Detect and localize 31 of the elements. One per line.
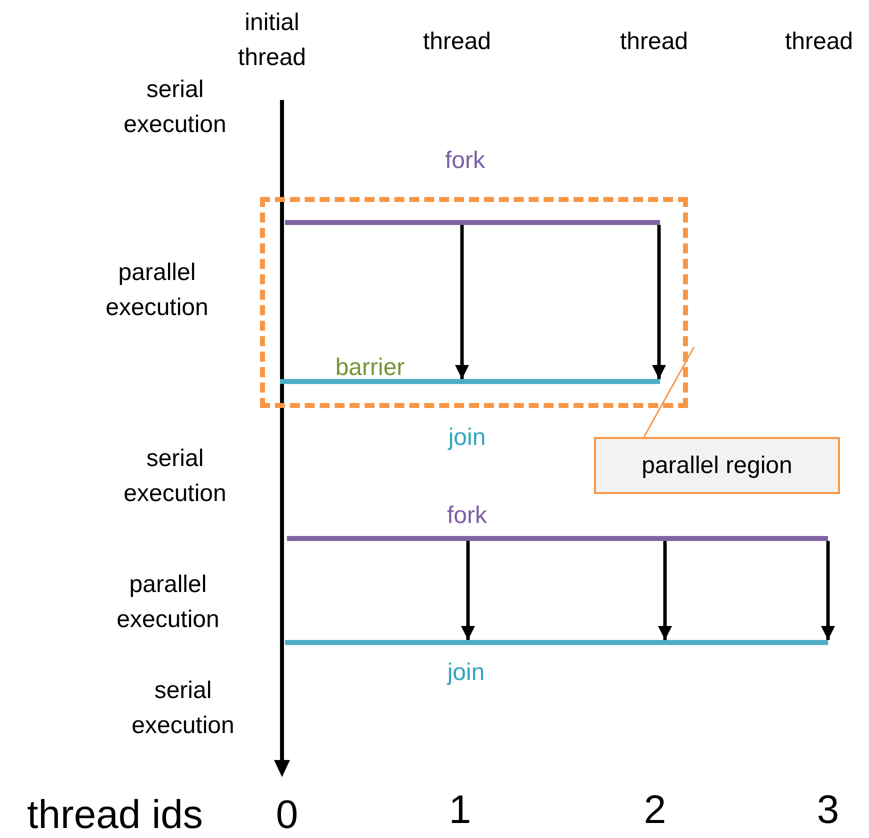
callout-box: parallel region [594,437,840,494]
sync-bar [280,379,660,384]
column-heading: thread [422,27,492,57]
column-heading: thread [784,27,854,57]
region-outline [260,197,688,408]
arrow [821,541,835,640]
thread-id: 3 [816,787,840,833]
phase-label: parallel execution [116,570,220,635]
phase-label: serial execution [122,444,228,509]
arrow [461,541,475,640]
phase-label: serial execution [130,676,236,741]
bar-label: barrier [334,353,406,383]
bar-label: join [446,423,487,453]
sync-bar [287,536,828,541]
phase-label: parallel execution [104,258,210,323]
arrow [455,225,469,379]
arrow [658,541,672,640]
column-heading: thread [618,27,690,57]
thread-id: 0 [274,792,300,838]
phase-label: serial execution [122,75,228,140]
sync-bar [285,220,660,225]
leader-line [643,346,695,438]
bar-label: fork [446,501,488,531]
bar-label: fork [444,146,486,176]
sync-bar [285,640,828,645]
column-heading: initial thread [236,8,308,73]
bar-label: join [446,658,486,688]
thread-id: 2 [642,787,668,833]
axis-title: thread ids [26,792,204,838]
thread-id: 1 [448,787,472,833]
arrow [652,225,666,379]
